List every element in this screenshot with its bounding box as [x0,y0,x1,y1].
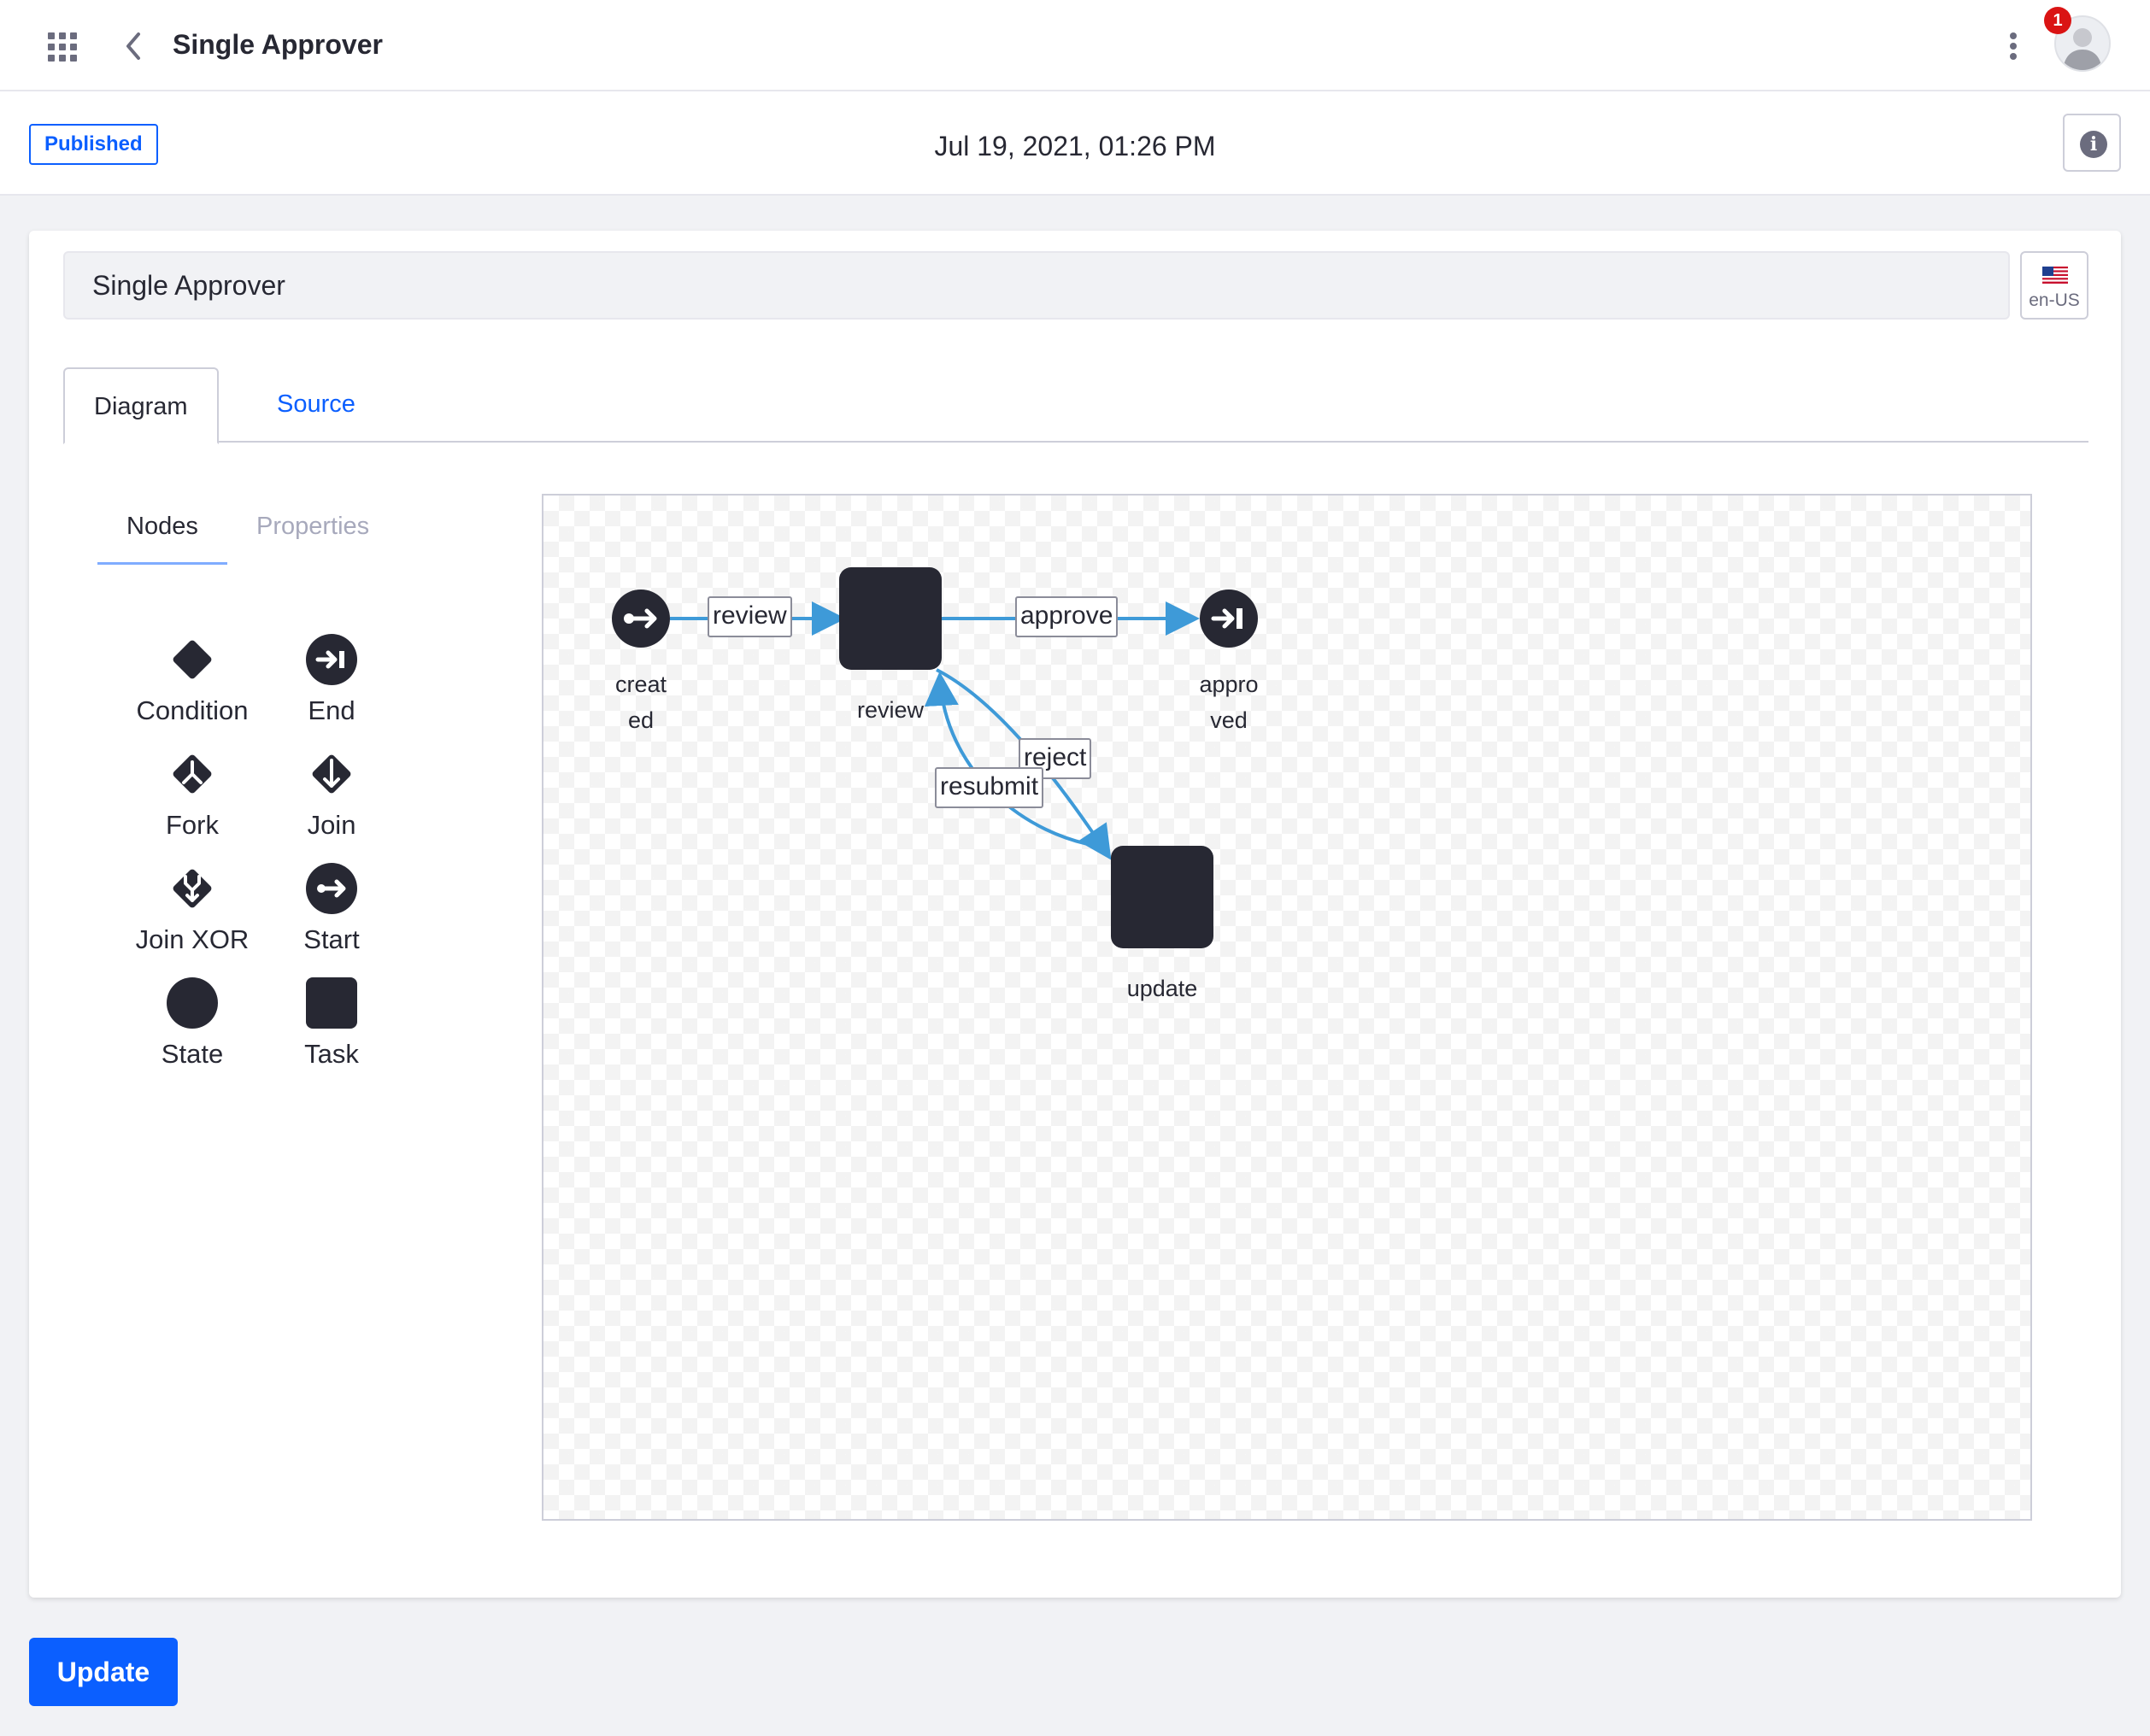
palette-join[interactable]: Join [255,747,408,841]
start-icon [306,863,357,914]
info-button[interactable]: i [2063,114,2121,172]
apps-menu-icon[interactable] [48,32,77,62]
update-button[interactable]: Update [29,1638,178,1706]
tab-diagram[interactable]: Diagram [63,367,219,444]
status-bar: Published Jul 19, 2021, 01:26 PM i [0,91,2150,196]
condition-icon [173,640,212,679]
info-icon: i [2080,131,2107,158]
more-options-icon[interactable] [2003,29,2024,63]
notification-badge[interactable]: 1 [2044,7,2071,34]
page-title: Single Approver [173,29,383,60]
workflow-editor-card: Single Approver en-US Diagram Source Nod… [29,231,2121,1598]
task-icon [306,977,357,1029]
fork-icon [173,754,212,794]
edge-label-review[interactable]: review [708,596,792,637]
join-icon [312,754,351,794]
end-icon [306,634,357,685]
node-label-line: creat [614,672,667,697]
back-chevron-icon[interactable] [120,29,147,63]
palette-end[interactable]: End [255,632,408,726]
node-label-line: ed [627,707,655,733]
node-label-update: update [1111,971,1213,1006]
node-approved[interactable] [1200,589,1258,648]
tab-properties[interactable]: Properties [256,513,370,540]
palette-state[interactable]: State [115,976,269,1070]
node-created[interactable] [612,589,670,648]
palette-label: Join [307,810,356,840]
palette-label: Task [304,1039,359,1069]
palette-label: Condition [136,695,249,725]
palette-label: Start [303,924,360,954]
active-tab-indicator [97,562,227,565]
last-modified-timestamp: Jul 19, 2021, 01:26 PM [934,131,1216,161]
user-avatar[interactable] [2054,15,2111,72]
node-label-line: appro [1199,672,1259,697]
state-icon [167,977,218,1029]
palette-fork[interactable]: Fork [115,747,269,841]
palette-task[interactable]: Task [255,976,408,1070]
node-label-created: creat ed [598,666,684,738]
palette-start[interactable]: Start [255,861,408,955]
language-selector[interactable]: en-US [2020,251,2088,320]
status-badge: Published [29,124,158,165]
language-code: en-US [2029,290,2080,310]
join-xor-icon [173,869,212,908]
node-label-line: ved [1210,707,1248,733]
node-label-line: update [1126,976,1198,1001]
edge-label-resubmit[interactable]: resubmit [935,767,1044,808]
diagram-canvas[interactable]: creat ed review appro ved update review … [542,494,2032,1521]
top-navbar: Single Approver 1 [0,0,2150,91]
palette-condition[interactable]: Condition [115,632,269,726]
tab-source[interactable]: Source [277,390,355,418]
diagram-graph [612,567,1258,948]
palette-label: End [308,695,355,725]
node-update[interactable] [1111,846,1213,948]
palette-join-xor[interactable]: Join XOR [115,861,269,955]
palette-label: State [161,1039,224,1069]
node-label-line: review [856,697,925,723]
us-flag-icon [2042,267,2068,284]
node-review[interactable] [839,567,942,670]
palette-label: Join XOR [135,924,250,954]
node-label-review: review [839,692,942,728]
palette-label: Fork [166,810,219,840]
workflow-name-input[interactable]: Single Approver [63,251,2010,320]
edge-label-approve[interactable]: approve [1015,596,1119,637]
node-label-approved: appro ved [1186,666,1272,738]
editor-tabs: Diagram Source [63,367,2088,444]
tab-nodes[interactable]: Nodes [126,513,198,540]
